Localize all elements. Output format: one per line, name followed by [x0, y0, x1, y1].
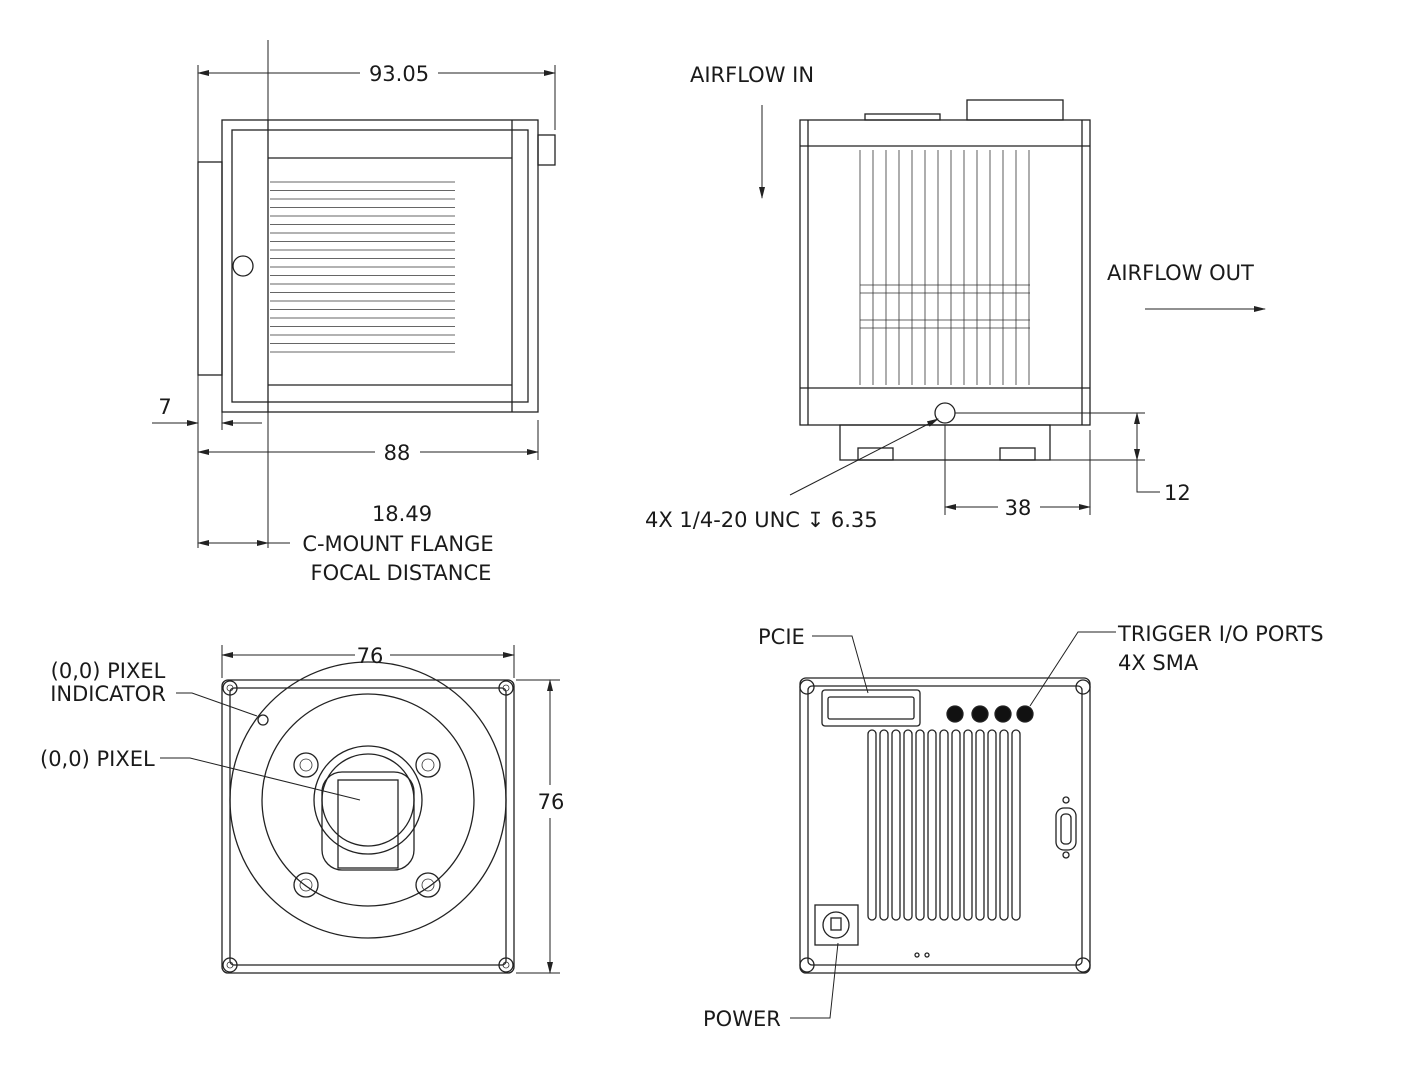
- sensor: [337, 779, 399, 869]
- lens-screw: [415, 872, 441, 898]
- sma-port: [971, 705, 989, 723]
- grill-slot: [879, 729, 889, 921]
- corner-screw: [222, 957, 238, 973]
- sma-port: [1016, 705, 1034, 723]
- lens-screw: [415, 752, 441, 778]
- grill-slot: [891, 729, 901, 921]
- grill-slot: [939, 729, 949, 921]
- dim-front-height: 76: [538, 790, 565, 814]
- side-mount-hole: [232, 255, 254, 277]
- lens-screw: [293, 752, 319, 778]
- pcie-connector: [821, 689, 921, 727]
- sma-port: [946, 705, 964, 723]
- grill-slot: [987, 729, 997, 921]
- dim-front-width: 76: [357, 644, 384, 668]
- power-connector: [814, 904, 859, 946]
- corner-screw: [498, 680, 514, 696]
- corner-screw-head: [226, 684, 234, 692]
- dim-overall-length: 93.05: [369, 62, 429, 86]
- corner-screw: [498, 957, 514, 973]
- sma-port: [994, 705, 1012, 723]
- corner-screw: [1075, 679, 1091, 695]
- corner-screw: [799, 679, 815, 695]
- grill-slot: [927, 729, 937, 921]
- sma-ports: [946, 705, 1034, 723]
- focal-label-line1: C-MOUNT FLANGE: [302, 532, 493, 556]
- usb-port: [1055, 807, 1077, 851]
- rear-vent-grill: [867, 729, 1021, 921]
- lens-screw-head: [299, 878, 313, 892]
- pixel-indicator-line1: (0,0) PIXEL: [51, 659, 166, 683]
- front-view: 76 76 (0,0) PIXEL INDICATOR (0,0) PIXEL: [40, 644, 1091, 974]
- focal-label-line2: FOCAL DISTANCE: [311, 561, 492, 585]
- trigger-label-line1: TRIGGER I/O PORTS: [1117, 622, 1324, 646]
- lens-screw: [293, 872, 319, 898]
- rear-view: PCIE TRIGGER I/O PORTS 4X SMA POWER: [703, 622, 1324, 1031]
- side-body-outline: [221, 119, 539, 413]
- tripod-hole: [934, 402, 956, 424]
- front-screws: [222, 679, 1091, 973]
- power-label: POWER: [703, 1007, 781, 1031]
- rear-body-outline: [799, 677, 1091, 974]
- top-view: AIRFLOW IN AIRFLOW OUT 4X 1/4-20 UNC ↧ 6…: [645, 63, 1266, 532]
- corner-screw-head: [226, 961, 234, 969]
- side-connector: [537, 134, 556, 166]
- dim-hole-y: 12: [1164, 481, 1191, 505]
- front-body-outline: [221, 679, 515, 974]
- pixel-label: (0,0) PIXEL: [40, 747, 155, 771]
- lens-screw-head: [299, 758, 313, 772]
- lens-screw-head: [421, 878, 435, 892]
- grill-slot: [951, 729, 961, 921]
- mount-hole-callout: 4X 1/4-20 UNC ↧ 6.35: [645, 508, 878, 532]
- trigger-label-line2: 4X SMA: [1118, 651, 1199, 675]
- corner-screw: [222, 680, 238, 696]
- pixel-indicator-line2: INDICATOR: [50, 682, 166, 706]
- grill-slot: [975, 729, 985, 921]
- side-lens-flange: [197, 161, 223, 376]
- grill-slot: [903, 729, 913, 921]
- grill-slot: [1011, 729, 1021, 921]
- dim-focal-distance: 18.49: [372, 502, 432, 526]
- side-view: 93.05 88 7 18.49 C-MOUNT FLANGE FOCAL DI…: [152, 40, 556, 585]
- top-vent-grill: [859, 150, 1030, 385]
- dim-hole-x: 38: [1005, 496, 1032, 520]
- pixel-indicator-dot: [257, 714, 269, 726]
- airflow-out-label: AIRFLOW OUT: [1107, 261, 1254, 285]
- dim-flange-offset: 7: [158, 395, 171, 419]
- lens-mount-bore: [313, 745, 423, 855]
- grill-slot: [963, 729, 973, 921]
- grill-slot: [867, 729, 877, 921]
- dim-body-length: 88: [384, 441, 411, 465]
- top-body-outline: [799, 119, 1091, 426]
- front-outer-ring: [229, 661, 507, 939]
- lens-screw-head: [421, 758, 435, 772]
- pcie-label: PCIE: [758, 625, 805, 649]
- corner-screw-head: [502, 961, 510, 969]
- top-pcie-connector: [966, 99, 1064, 121]
- airflow-in-label: AIRFLOW IN: [690, 63, 814, 87]
- corner-screw-head: [502, 684, 510, 692]
- side-vent-grill: [270, 181, 455, 353]
- grill-slot: [999, 729, 1009, 921]
- grill-slot: [915, 729, 925, 921]
